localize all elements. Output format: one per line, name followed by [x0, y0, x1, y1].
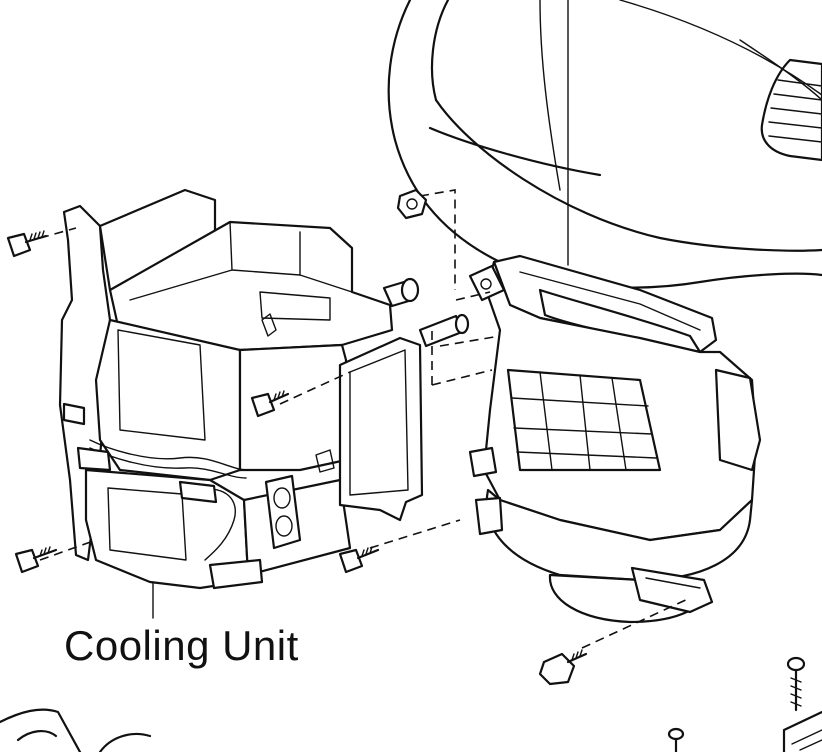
screw-bottom-icon	[667, 727, 685, 752]
bolt-middle-icon	[250, 390, 290, 418]
cooling-unit	[58, 188, 470, 590]
bolt-front-icon	[338, 546, 380, 574]
bolt-upper-left-icon	[6, 230, 48, 258]
dash-vent-icon	[760, 58, 822, 162]
bolt-lower-right-icon	[538, 649, 588, 686]
lower-duct-partial	[0, 708, 152, 752]
blower-intake-grille-icon	[506, 368, 662, 472]
bolt-lower-left-icon	[14, 546, 58, 574]
blower-unit	[468, 254, 762, 624]
assembly-leader-lines	[39, 189, 691, 649]
pipe-fitting-lower-icon	[418, 313, 470, 348]
pipe-fitting-upper-icon	[382, 277, 420, 308]
nut-upper-icon	[396, 188, 428, 220]
cooling-unit-label: Cooling Unit	[64, 622, 299, 669]
screw-right-icon	[786, 656, 806, 712]
lower-right-bracket-partial	[782, 710, 822, 752]
dashboard-panel	[387, 0, 822, 289]
